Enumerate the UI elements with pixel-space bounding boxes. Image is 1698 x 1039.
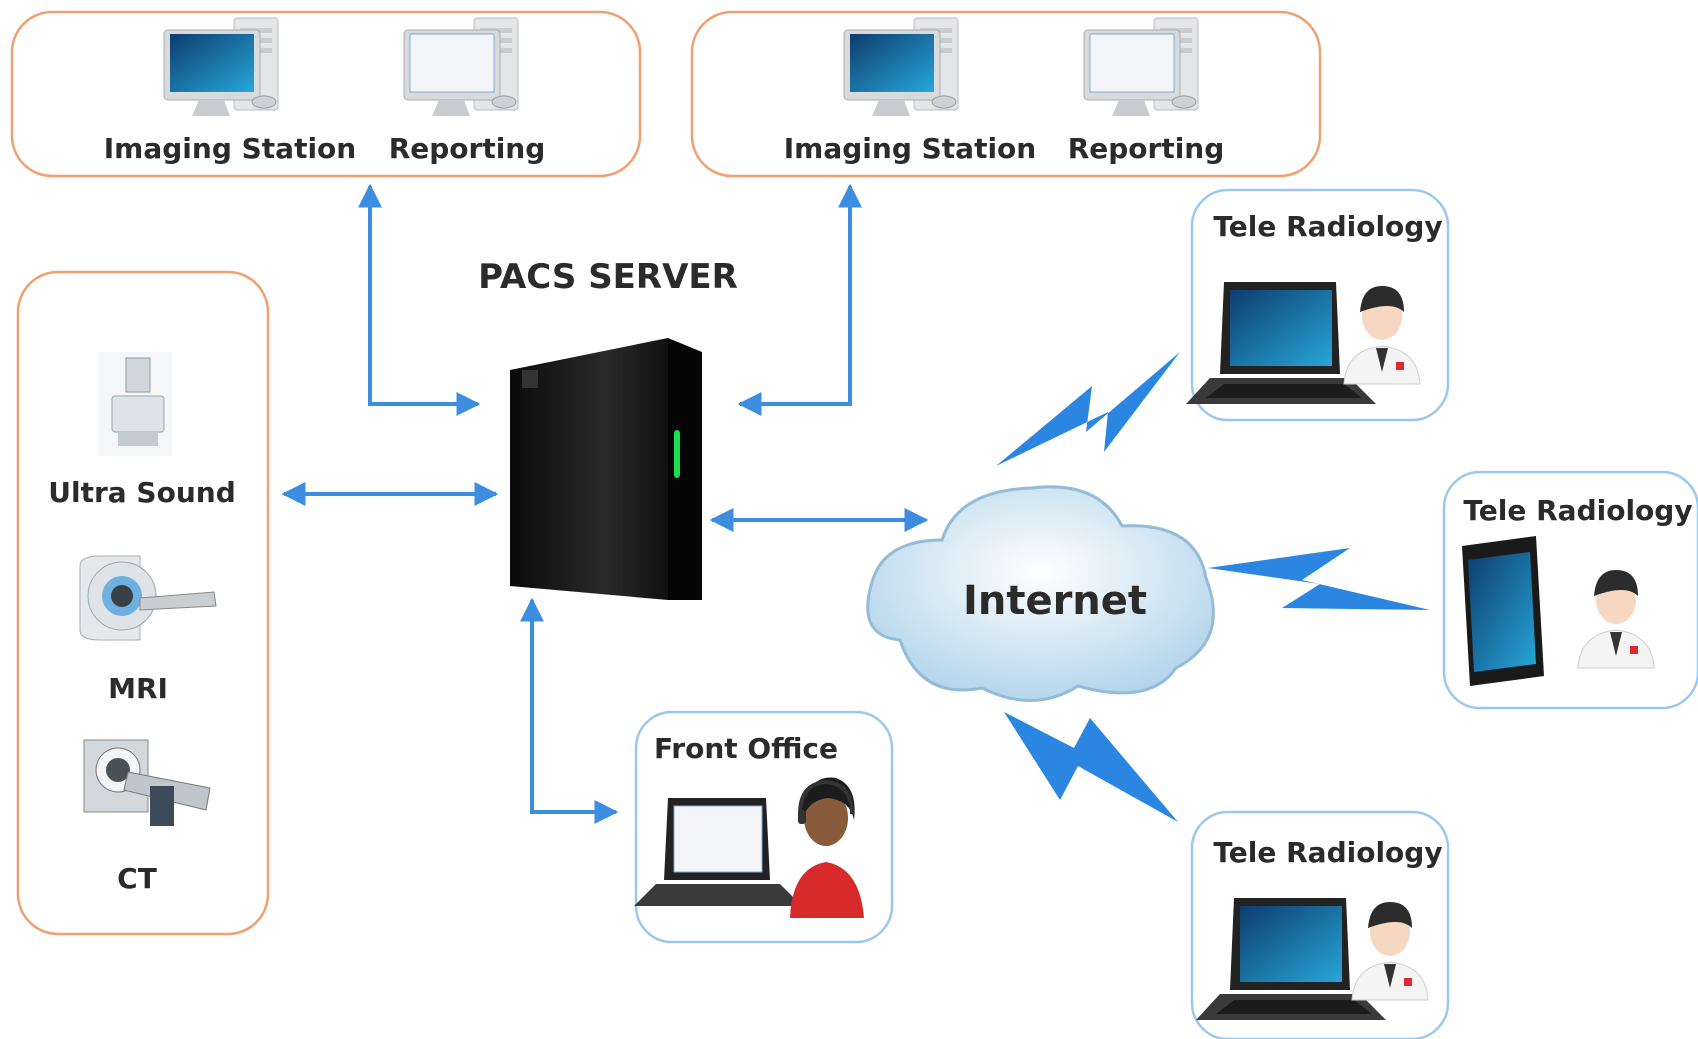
mri-scanner-icon — [79, 555, 217, 641]
xray-screen-icon — [170, 34, 254, 92]
arrow-server-to-front-office — [520, 597, 619, 824]
modality-label-ct: CT — [117, 862, 157, 895]
internet-cloud-icon — [866, 485, 1215, 702]
report-screen-icon — [409, 33, 495, 93]
doctor-avatar-icon — [1343, 285, 1421, 385]
tele-radiology-label: Tele Radiology — [1213, 210, 1442, 243]
xray-screen-icon — [850, 34, 934, 92]
lightning-bolt-icon — [1004, 712, 1178, 822]
laptop-xray-icon — [1186, 282, 1376, 404]
reporting-label: Reporting — [1068, 132, 1225, 165]
tele-radiology-middle-box — [1442, 470, 1698, 710]
doctor-avatar-icon — [1351, 901, 1429, 1001]
top-left-workstation-group — [10, 10, 642, 178]
arrow-server-to-top-left — [358, 183, 481, 416]
lightning-bolt-icon — [1208, 548, 1430, 610]
ct-scanner-icon — [83, 739, 211, 826]
modality-label-ultrasound: Ultra Sound — [48, 476, 235, 509]
smartphone-xray-icon — [1462, 536, 1544, 686]
tele-radiology-bottom-box — [1190, 810, 1450, 1039]
internet-label: Internet — [963, 578, 1147, 624]
pacs-server-title: PACS SERVER — [478, 257, 738, 297]
server-tower-icon — [510, 338, 702, 600]
laptop-xray-icon — [1196, 898, 1386, 1020]
reporting-label: Reporting — [389, 132, 546, 165]
arrow-server-to-top-right — [737, 183, 862, 416]
doctor-avatar-icon — [1577, 569, 1655, 669]
front-office-box — [634, 710, 894, 944]
laptop-report-icon — [634, 798, 802, 906]
modalities-group — [16, 270, 270, 936]
top-right-workstation-group — [690, 10, 1322, 178]
imaging-station-label: Imaging Station — [784, 132, 1036, 165]
ultrasound-machine-icon — [98, 352, 172, 456]
front-office-label: Front Office — [654, 732, 838, 765]
imaging-station-label: Imaging Station — [104, 132, 356, 165]
tele-radiology-top-box — [1190, 188, 1450, 422]
lightning-bolt-icon — [996, 352, 1180, 466]
receptionist-headset-icon — [790, 777, 864, 918]
modality-label-mri: MRI — [108, 672, 168, 705]
tele-radiology-label: Tele Radiology — [1213, 836, 1442, 869]
tele-radiology-label: Tele Radiology — [1463, 494, 1692, 527]
report-screen-icon — [1089, 33, 1175, 93]
